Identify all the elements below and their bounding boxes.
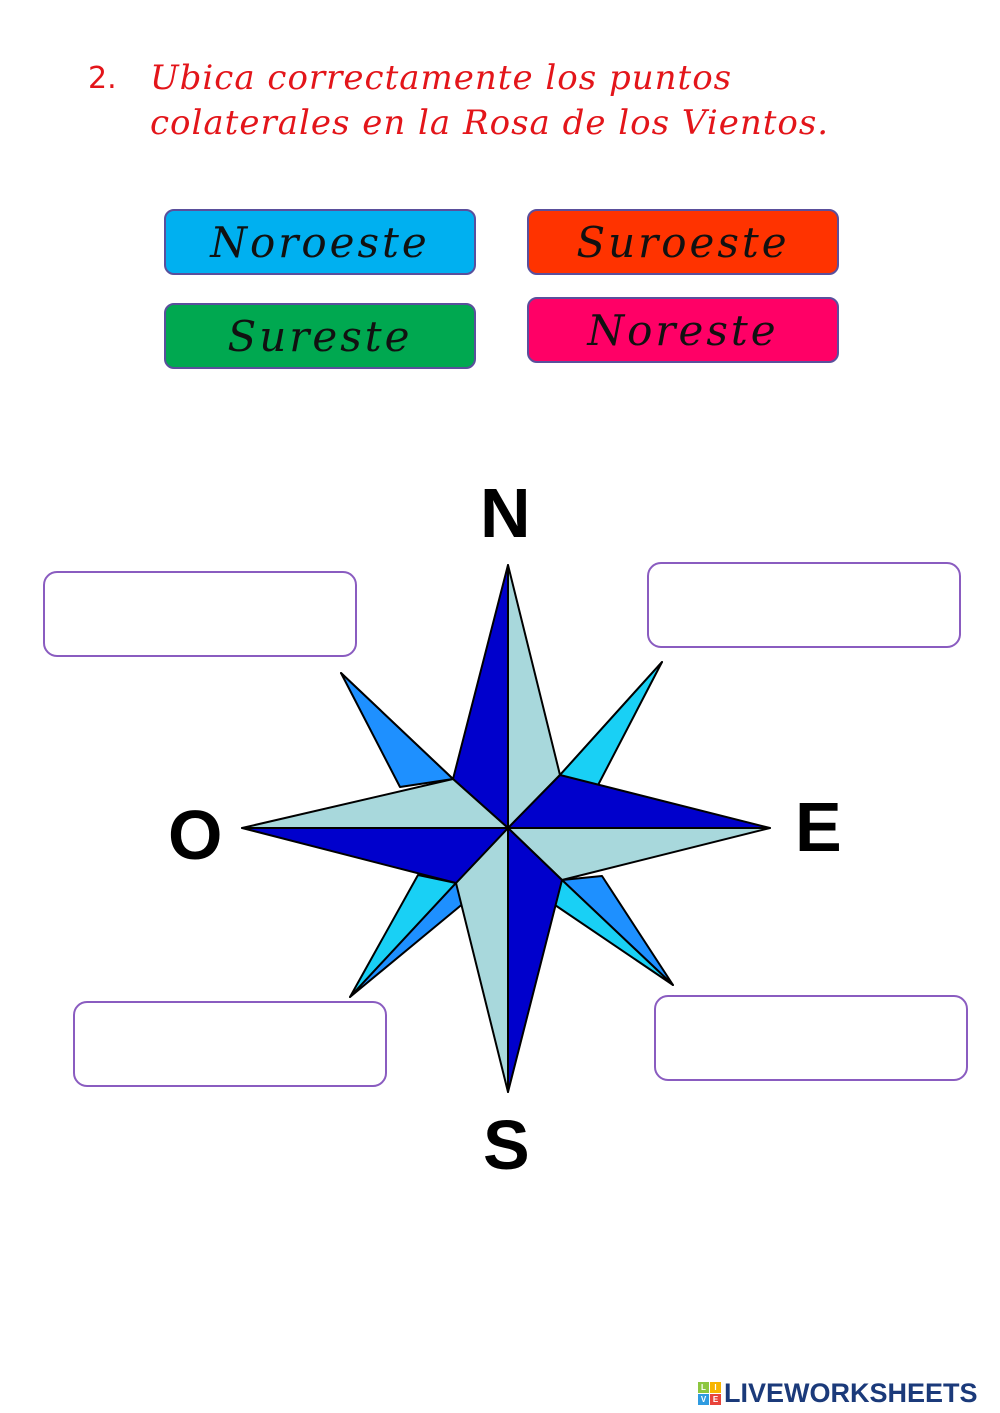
south-label: S: [483, 1106, 530, 1184]
drop-box-northeast[interactable]: [647, 562, 961, 648]
logo-text: LIVEWORKSHEETS: [724, 1378, 978, 1408]
chip-noreste[interactable]: Noreste: [527, 297, 839, 363]
drop-box-southwest[interactable]: [73, 1001, 387, 1087]
question-number: 2.: [88, 61, 117, 96]
chip-suroeste[interactable]: Suroeste: [527, 209, 839, 275]
drop-box-northwest[interactable]: [43, 571, 357, 657]
west-label: O: [168, 796, 223, 874]
liveworksheets-logo: L I V E LIVEWORKSHEETS: [698, 1378, 978, 1409]
instruction: 2. Ubica correctamente los puntos colate…: [88, 56, 848, 146]
north-label: N: [480, 474, 531, 552]
chip-noroeste[interactable]: Noroeste: [164, 209, 476, 275]
instruction-text: Ubica correctamente los puntos colateral…: [150, 58, 830, 143]
live-badge-icon: L I V E: [698, 1382, 721, 1405]
east-label: E: [795, 788, 842, 866]
drop-box-southeast[interactable]: [654, 995, 968, 1081]
chip-sureste[interactable]: Sureste: [164, 303, 476, 369]
